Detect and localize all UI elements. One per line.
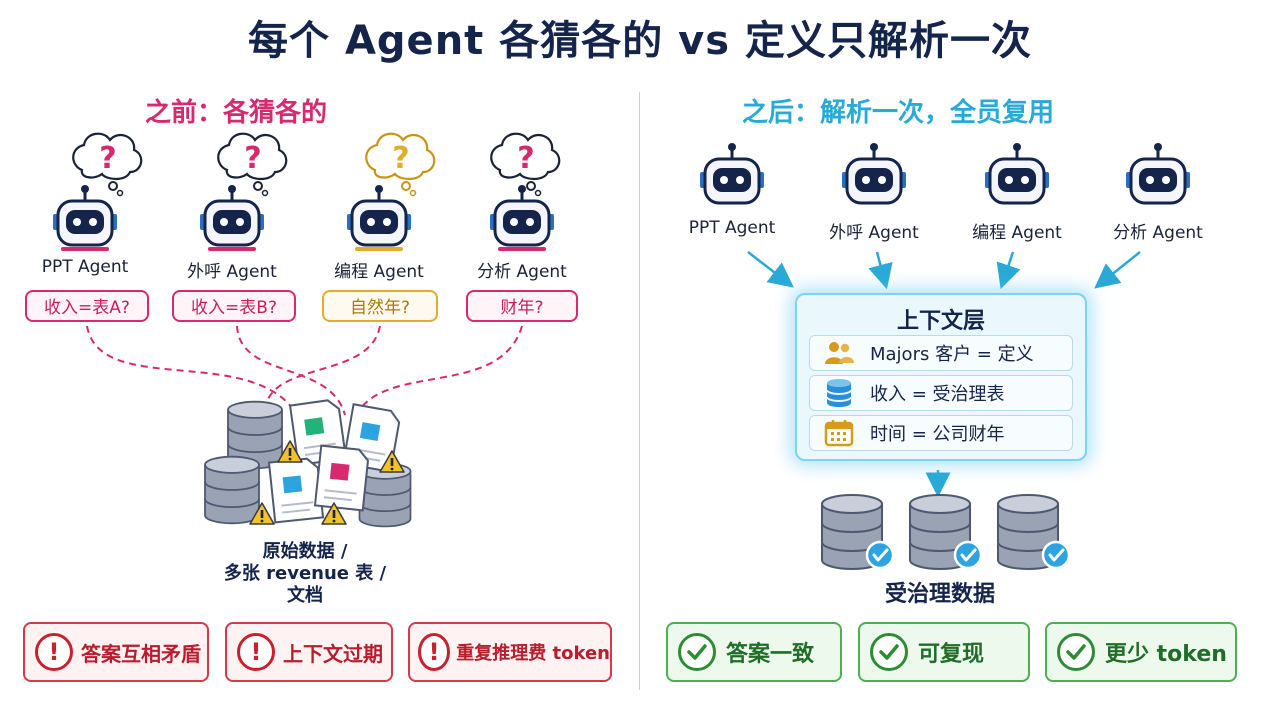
agent-label-analysis: 分析 Agent xyxy=(1113,223,1203,243)
agent-label-ppt: PPT Agent xyxy=(688,218,776,238)
robot-icon xyxy=(1124,141,1192,205)
raw-data-label: 原始数据 / 多张 revenue 表 / 文档 xyxy=(223,541,387,606)
context-layer-title: 上下文层 xyxy=(896,309,985,334)
page-title: 每个 Agent 各猜各的 vs 定义只解析一次 xyxy=(248,18,1032,64)
arrows-to-context xyxy=(747,251,1141,498)
agent-label-ppt: PPT Agent xyxy=(41,257,129,277)
governed-data-label: 受治理数据 xyxy=(884,582,995,607)
benefit-reproducible: 可复现 xyxy=(858,622,1030,682)
raw-data-cluster xyxy=(204,397,412,528)
robot-icon xyxy=(198,183,266,251)
svg-text:?: ? xyxy=(517,141,534,176)
robot-icon xyxy=(51,183,119,251)
robot-icon xyxy=(698,141,766,205)
guess-tag: 财年? xyxy=(466,290,578,322)
context-layer-panel: 上下文层 Majors 客户 = 定义 收入 = 受治理表 时间 = 公司财年 xyxy=(795,293,1087,461)
agent-label-coding: 编程 Agent xyxy=(972,223,1062,243)
context-row-revenue: 收入 = 受治理表 xyxy=(809,375,1073,411)
agent-label-outbound: 外呼 Agent xyxy=(187,262,277,282)
svg-text:?: ? xyxy=(99,141,116,176)
users-icon xyxy=(822,338,856,368)
thought-bubble-4: ? xyxy=(490,132,561,197)
center-divider xyxy=(639,92,640,690)
agent-label-analysis: 分析 Agent xyxy=(477,262,567,282)
thought-bubble-1: ? xyxy=(72,132,143,197)
robot-icon xyxy=(345,183,413,251)
database-icon xyxy=(822,378,856,408)
thought-bubble-3: ? xyxy=(365,132,436,197)
context-row-time: 时间 = 公司财年 xyxy=(809,415,1073,451)
svg-text:?: ? xyxy=(244,141,261,176)
problem-contradictory-answers: ! 答案互相矛盾 xyxy=(23,622,209,682)
after-section-title: 之后：解析一次，全员复用 xyxy=(742,98,1055,128)
robot-icon xyxy=(983,141,1051,205)
alert-icon: ! xyxy=(418,633,451,671)
agent-label-coding: 编程 Agent xyxy=(334,262,424,282)
check-icon xyxy=(870,633,908,671)
check-icon xyxy=(1057,633,1095,671)
guess-tag: 收入=表B? xyxy=(172,290,296,322)
problem-stale-context: ! 上下文过期 xyxy=(225,622,393,682)
robot-icon xyxy=(488,183,556,251)
governed-data-cluster xyxy=(821,494,1071,570)
calendar-icon xyxy=(822,418,856,448)
before-section-title: 之前：各猜各的 xyxy=(145,98,328,128)
problem-repeated-token-cost: ! 重复推理费 token xyxy=(408,622,612,682)
alert-icon: ! xyxy=(35,633,73,671)
benefit-consistent-answers: 答案一致 xyxy=(666,622,842,682)
robot-icon xyxy=(840,141,908,205)
guess-tag: 自然年? xyxy=(322,290,438,322)
benefit-fewer-tokens: 更少 token xyxy=(1045,622,1237,682)
dashed-connections xyxy=(86,325,523,421)
alert-icon: ! xyxy=(237,633,275,671)
svg-text:?: ? xyxy=(392,141,409,176)
check-icon xyxy=(678,633,716,671)
agent-label-outbound: 外呼 Agent xyxy=(829,223,919,243)
context-row-majors: Majors 客户 = 定义 xyxy=(809,335,1073,371)
thought-bubble-2: ? xyxy=(217,132,288,197)
guess-tag: 收入=表A? xyxy=(25,290,149,322)
